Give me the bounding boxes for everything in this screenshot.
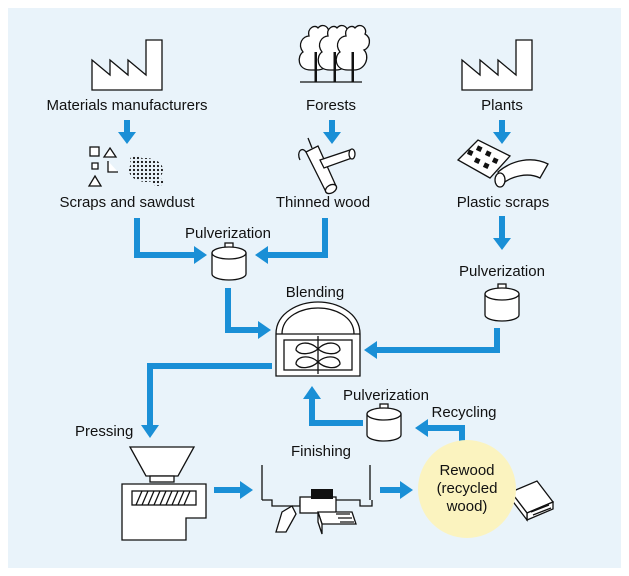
label-plastic-scraps: Plastic scraps	[456, 194, 550, 211]
label-plants: Plants	[481, 97, 523, 114]
pulverizer-icon	[366, 403, 402, 442]
finishing-machine-icon	[261, 465, 373, 535]
rewood-line-3: wood)	[446, 498, 488, 515]
label-materials-manufacturers: Materials manufacturers	[46, 97, 208, 114]
extruder-icon	[121, 446, 207, 541]
wood-plank-icon	[509, 480, 555, 522]
trees-icon	[298, 24, 371, 83]
rewood-circle: Rewood (recycled wood)	[418, 440, 516, 538]
plastic-sheet-icon	[456, 139, 549, 188]
factory-icon	[91, 39, 163, 91]
label-finishing: Finishing	[290, 443, 352, 460]
label-pulverization-left: Pulverization	[185, 225, 271, 242]
label-forests: Forests	[305, 97, 357, 114]
label-pulverization-right: Pulverization	[459, 263, 545, 280]
label-rewood: Rewood (recycled wood)	[437, 462, 498, 516]
logs-icon	[298, 137, 356, 195]
rewood-line-2: (recycled	[436, 480, 498, 497]
label-pressing: Pressing	[75, 423, 134, 440]
pulverizer-icon	[484, 283, 520, 322]
label-blending: Blending	[285, 284, 345, 301]
label-scraps-and-sawdust: Scraps and sawdust	[59, 194, 195, 211]
diagram-background	[8, 8, 621, 568]
label-recycling: Recycling	[431, 404, 497, 421]
pulverizer-icon	[211, 242, 247, 281]
scraps-icon	[87, 146, 164, 187]
label-thinned-wood: Thinned wood	[275, 194, 371, 211]
label-pulverization-recycle: Pulverization	[343, 387, 429, 404]
rewood-line-1: Rewood	[439, 462, 495, 479]
factory-icon	[461, 39, 533, 91]
blender-tank-icon	[275, 301, 361, 377]
